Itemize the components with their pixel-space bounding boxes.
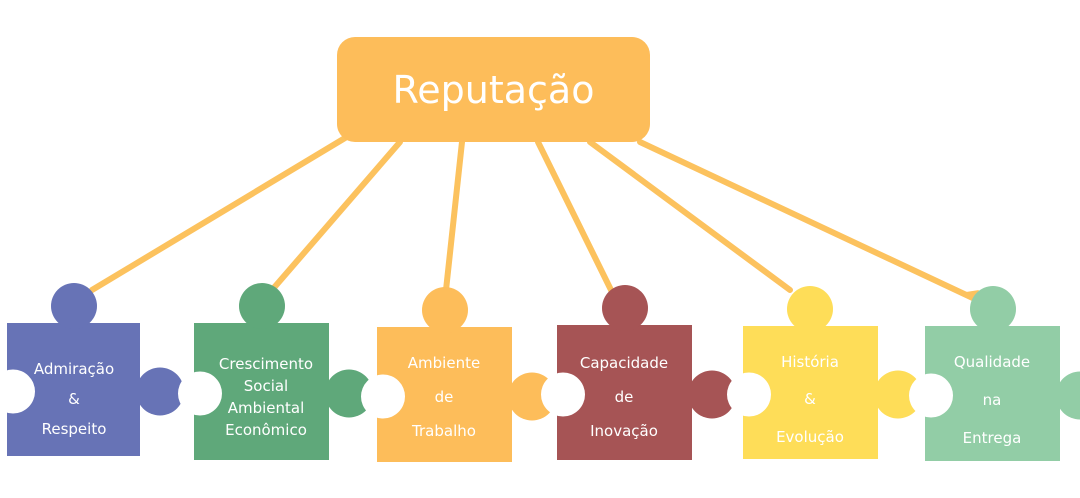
piece-line: História — [781, 353, 839, 371]
connector-capacidade — [535, 139, 615, 295]
puzzle-piece-crescimento — [178, 283, 373, 460]
piece-line: Econômico — [225, 421, 307, 439]
piece-line: de — [614, 388, 634, 406]
reputation-node: Reputação — [337, 37, 650, 142]
piece-line: Trabalho — [412, 422, 476, 440]
puzzle-piece-qualidade — [909, 286, 1080, 461]
piece-line: Qualidade — [953, 353, 1031, 371]
piece-line: Social — [243, 377, 289, 395]
piece-line: Entrega — [962, 429, 1022, 447]
piece-line: de — [434, 388, 454, 406]
connector-ambiente — [443, 139, 465, 293]
puzzle-piece-ambiente — [361, 287, 556, 462]
connector-historia — [587, 139, 793, 293]
piece-line: Evolução — [776, 428, 844, 446]
piece-line: Admiração — [33, 360, 115, 378]
piece-line: & — [68, 390, 80, 408]
puzzle-piece-historia — [727, 286, 922, 459]
piece-line: Ambiental — [227, 399, 305, 417]
piece-line: & — [804, 390, 816, 408]
piece-line: na — [982, 391, 1002, 409]
connector-crescimento — [269, 139, 403, 293]
piece-text-historia: História & Evolução — [735, 335, 885, 455]
piece-line: Inovação — [590, 422, 658, 440]
piece-line: Crescimento — [218, 355, 314, 373]
connector-qualidade — [637, 139, 980, 303]
connector-admiracao — [89, 135, 348, 293]
connector-lines — [89, 135, 980, 303]
puzzle-piece-admiracao — [0, 283, 184, 456]
piece-line: Respeito — [41, 420, 107, 438]
puzzle-piece-capacidade — [541, 285, 736, 460]
reputation-label: Reputação — [392, 67, 595, 112]
piece-line: Ambiente — [407, 354, 481, 372]
piece-line: Capacidade — [579, 354, 669, 372]
puzzle-pieces — [0, 283, 1080, 462]
piece-text-admiracao: Admiração & Respeito — [0, 335, 149, 455]
connector-arrowhead — [966, 290, 979, 301]
